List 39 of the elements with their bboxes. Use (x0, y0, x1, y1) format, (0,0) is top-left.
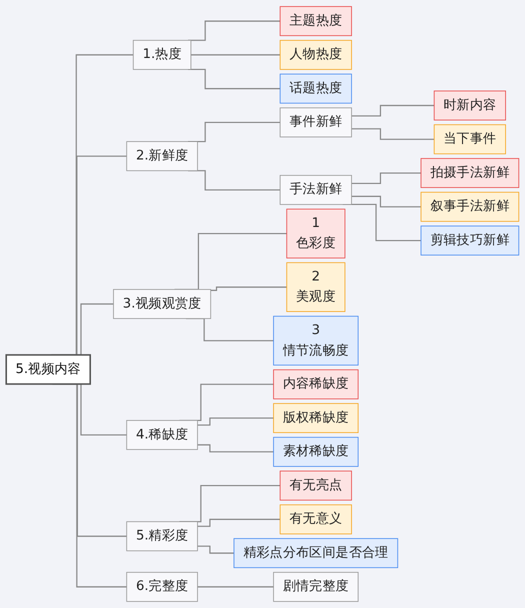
node-box: 版权稀缺度 (273, 403, 359, 434)
node-box: 手法新鲜 (280, 174, 352, 205)
node-box: 当下事件 (434, 124, 506, 154)
node-box: 话题热度 (280, 74, 352, 104)
connector (188, 20, 280, 41)
connector (198, 586, 274, 588)
node-box: 5.视频内容 (5, 354, 91, 385)
node-box: 3.视频观赏度 (113, 289, 212, 319)
node-box: 5.精彩度 (126, 521, 198, 552)
connector (352, 196, 421, 208)
node-box: 2 美观度 (286, 262, 346, 312)
node-box: 主题热度 (280, 6, 352, 36)
node-box: 有无亮点 (280, 470, 352, 501)
connector (198, 546, 234, 554)
connector (198, 444, 274, 452)
node-box: 3 情节流畅度 (273, 316, 359, 366)
node-box: 剧情完整度 (273, 572, 359, 602)
node-box: 1 色彩度 (286, 208, 346, 258)
node-box: 时新内容 (434, 90, 506, 120)
connector (352, 172, 421, 184)
node-box: 有无意义 (280, 504, 352, 534)
node-box: 剪辑技巧新鲜 (420, 226, 520, 256)
node-box: 1.热度 (132, 40, 192, 70)
connector (190, 54, 280, 56)
node-box: 内容稀缺度 (273, 369, 359, 400)
node-box: 素材稀缺度 (273, 436, 359, 467)
connector (352, 128, 434, 140)
node-box: 2.新鲜度 (126, 141, 198, 172)
node-box: 6.完整度 (126, 572, 198, 602)
node-box: 拍摄手法新鲜 (420, 158, 520, 188)
connector (198, 518, 280, 527)
node-box: 事件新鲜 (280, 107, 352, 138)
node-box: 人物热度 (280, 40, 352, 70)
node-box: 4.稀缺度 (126, 420, 198, 450)
connector (198, 418, 274, 426)
connector (352, 104, 434, 117)
connector (210, 286, 287, 291)
node-box: 叙事手法新鲜 (420, 192, 520, 222)
node-box: 精彩点分布区间是否合理 (234, 538, 398, 568)
